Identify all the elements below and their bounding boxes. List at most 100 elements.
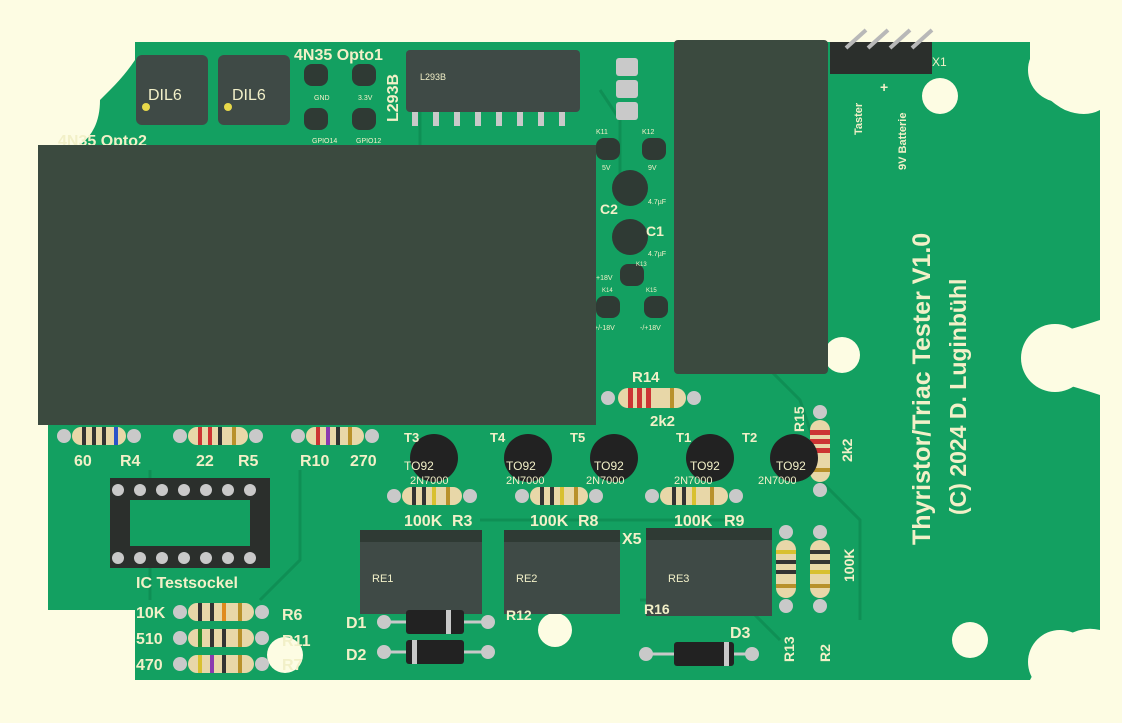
r12-fragment: R12 bbox=[506, 607, 532, 623]
ic-test-socket bbox=[110, 478, 270, 568]
board-title: Thyristor/Triac Tester V1.0 bbox=[908, 233, 936, 545]
relay-re1: RE1 bbox=[360, 530, 482, 614]
header-pins: X1 bbox=[830, 28, 947, 74]
svg-text:R7: R7 bbox=[282, 657, 303, 674]
svg-text:T3: T3 bbox=[404, 430, 419, 445]
svg-text:C2: C2 bbox=[600, 201, 618, 217]
svg-text:RE3: RE3 bbox=[668, 573, 689, 585]
svg-text:100K: 100K bbox=[674, 513, 713, 530]
opto1-chip: DIL6 bbox=[218, 55, 290, 125]
svg-text:K11: K11 bbox=[596, 129, 608, 136]
socket-label: IC Testsockel bbox=[136, 575, 238, 592]
transistor-t4: TO92 T4 bbox=[490, 430, 552, 482]
svg-text:K12: K12 bbox=[642, 129, 655, 136]
r16-fragment: R16 bbox=[644, 601, 670, 617]
resistor-r13: R13 bbox=[776, 525, 797, 662]
diode-d1: D1 bbox=[346, 610, 495, 634]
taster-label: Taster bbox=[853, 102, 865, 135]
svg-text:GND: GND bbox=[314, 95, 330, 102]
svg-text:100K: 100K bbox=[841, 549, 857, 582]
svg-text:TO92: TO92 bbox=[404, 459, 434, 473]
main-module-block bbox=[38, 145, 596, 425]
resistor-r8: 100K R8 bbox=[515, 487, 603, 530]
svg-text:TO92: TO92 bbox=[776, 459, 806, 473]
t4-part: 2N7000 bbox=[506, 475, 545, 487]
svg-text:TO92: TO92 bbox=[690, 459, 720, 473]
svg-text:60: 60 bbox=[74, 453, 92, 470]
svg-text:3.3V: 3.3V bbox=[358, 95, 373, 102]
pad-column bbox=[616, 58, 638, 120]
svg-text:T5: T5 bbox=[570, 430, 585, 445]
corner-cutout bbox=[1028, 38, 1092, 102]
transistor-t1: TO92 T1 bbox=[676, 430, 734, 482]
svg-text:+/-18V: +/-18V bbox=[594, 325, 615, 332]
driver-label: L293B bbox=[385, 74, 402, 122]
svg-text:D2: D2 bbox=[346, 647, 367, 664]
mounting-hole bbox=[267, 637, 303, 673]
svg-text:R4: R4 bbox=[120, 453, 141, 470]
svg-text:2k2: 2k2 bbox=[839, 438, 855, 462]
svg-text:T4: T4 bbox=[490, 430, 506, 445]
svg-text:2k2: 2k2 bbox=[650, 413, 675, 430]
svg-text:RE1: RE1 bbox=[372, 573, 393, 585]
module-block bbox=[674, 40, 828, 374]
svg-text:10K: 10K bbox=[136, 605, 166, 622]
svg-text:L293B: L293B bbox=[420, 72, 446, 82]
corner-cutout bbox=[1028, 630, 1092, 694]
svg-text:RE2: RE2 bbox=[516, 573, 537, 585]
t1-part: 2N7000 bbox=[674, 475, 713, 487]
resistor-r14: R14 2k2 bbox=[601, 369, 701, 430]
relay-re2: RE2 bbox=[504, 530, 620, 614]
svg-text:R13: R13 bbox=[781, 636, 797, 662]
svg-text:R6: R6 bbox=[282, 607, 303, 624]
mounting-hole bbox=[952, 622, 988, 658]
connector-gpio12: GPIO12 bbox=[352, 108, 381, 145]
transistor-t3: TO92 T3 bbox=[404, 430, 458, 482]
mounting-hole bbox=[824, 337, 860, 373]
svg-text:5V: 5V bbox=[602, 165, 611, 172]
capacitor-c2: C2 4.7µF bbox=[600, 170, 666, 217]
x5-label: X5 bbox=[622, 531, 642, 548]
connector-3v3: 3.3V bbox=[352, 64, 376, 102]
diode-d2: D2 bbox=[346, 640, 495, 664]
svg-text:9V: 9V bbox=[648, 165, 657, 172]
svg-text:22: 22 bbox=[196, 453, 214, 470]
svg-text:DIL6: DIL6 bbox=[148, 87, 182, 104]
t5-part: 2N7000 bbox=[586, 475, 625, 487]
svg-text:100K: 100K bbox=[404, 513, 443, 530]
svg-text:100K: 100K bbox=[530, 513, 569, 530]
resistor-r10: R10 270 bbox=[291, 427, 379, 470]
svg-text:4.7µF: 4.7µF bbox=[648, 251, 666, 258]
svg-text:R2: R2 bbox=[817, 644, 833, 662]
transistor-t5: TO92 T5 bbox=[570, 430, 638, 482]
plus-label: + bbox=[880, 79, 888, 95]
svg-text:-/+18V: -/+18V bbox=[640, 325, 661, 332]
svg-text:K14: K14 bbox=[602, 288, 613, 294]
svg-text:K15: K15 bbox=[646, 288, 657, 294]
svg-text:R8: R8 bbox=[578, 513, 599, 530]
t2-part: 2N7000 bbox=[758, 475, 797, 487]
svg-text:4.7µF: 4.7µF bbox=[648, 199, 666, 206]
mounting-hole bbox=[538, 613, 572, 647]
svg-text:TO92: TO92 bbox=[594, 459, 624, 473]
connector-k13: K13 +18V bbox=[596, 262, 647, 286]
l293b-chip: L293B bbox=[406, 50, 580, 126]
resistor-r2: 100K R2 bbox=[810, 525, 857, 662]
resistor-r4: 60 R4 bbox=[57, 427, 141, 470]
mounting-hole bbox=[57, 90, 93, 126]
mounting-hole bbox=[922, 78, 958, 114]
resistor-r7: 470 R7 bbox=[136, 655, 303, 674]
svg-text:510: 510 bbox=[136, 631, 163, 648]
connector-gpio14: GPIO14 bbox=[304, 108, 337, 145]
resistor-r11: 510 R11 bbox=[136, 629, 311, 650]
opto1-label: 4N35 Opto1 bbox=[294, 47, 383, 64]
capacitor-c1: C1 4.7µF bbox=[612, 219, 666, 258]
resistor-r6: 10K R6 bbox=[136, 603, 303, 624]
svg-text:+18V: +18V bbox=[596, 275, 613, 282]
resistor-r3: 100K R3 bbox=[387, 487, 477, 530]
svg-text:DIL6: DIL6 bbox=[232, 87, 266, 104]
svg-text:R10: R10 bbox=[300, 453, 329, 470]
resistor-r5: 22 R5 bbox=[173, 427, 263, 470]
svg-text:X1: X1 bbox=[932, 55, 947, 69]
